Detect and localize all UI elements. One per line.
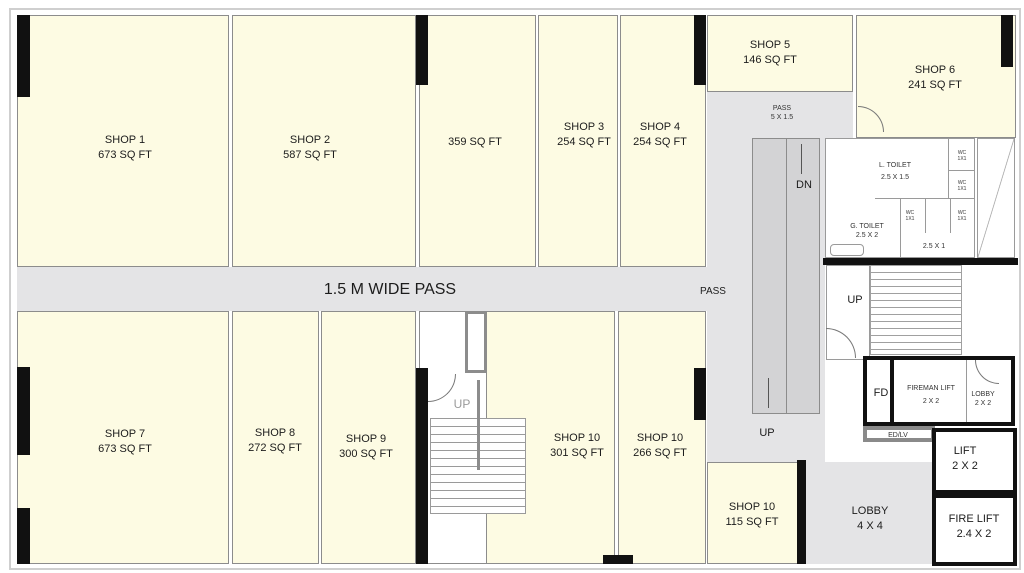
shop-2	[232, 15, 416, 267]
fd-shaft	[867, 360, 894, 422]
corridor	[17, 267, 707, 311]
wash-basin-row	[830, 244, 864, 256]
escalator-divider	[786, 138, 787, 414]
outer-wall	[9, 8, 1021, 570]
toilet-partition-3	[948, 138, 949, 198]
wc-size-label: 2.5 X 1	[922, 243, 946, 250]
wall-stub	[17, 367, 30, 455]
shop-1	[17, 15, 229, 267]
wall-stub	[1001, 15, 1013, 67]
stair-left-shaft	[465, 311, 487, 373]
corridor-label: 1.5 M WIDE PASS	[323, 281, 457, 298]
escalator-up-label: UP	[759, 427, 775, 439]
escalator-dn-label: DN	[796, 179, 812, 191]
wall-stub	[603, 555, 633, 564]
escalator-dn-arrow	[801, 144, 802, 174]
wall-stub	[416, 15, 428, 85]
toilet-partition-5	[925, 198, 926, 233]
pass-label: PASS	[700, 286, 726, 297]
fireman-lift-divider	[966, 360, 967, 422]
wall-stub	[694, 15, 706, 85]
shop-3	[538, 15, 618, 267]
shop-8	[232, 311, 319, 564]
wall-stub	[17, 15, 30, 97]
lift-shaft	[932, 428, 1017, 494]
toilet-partition-4	[948, 170, 975, 171]
shop-4	[620, 15, 706, 267]
duct-shaft	[977, 138, 1015, 258]
wall-stub	[797, 460, 806, 564]
shop-unnamed	[419, 15, 536, 267]
shop-5	[707, 15, 853, 92]
stair-up-label: UP	[847, 294, 863, 306]
fire-lift-shaft	[932, 494, 1017, 566]
shop-6	[856, 15, 1016, 138]
ed-lv-label: ED/LV	[888, 432, 908, 439]
shop-9	[321, 311, 416, 564]
wall-stub	[694, 368, 706, 420]
stair-right-wall-top	[823, 258, 1018, 265]
toilet-partition-6	[950, 198, 951, 233]
toilet-partition-1	[900, 198, 901, 258]
fd-label: FD	[873, 387, 889, 399]
stair-right-flight	[870, 265, 962, 355]
wall-stub	[17, 508, 30, 564]
wall-stub	[416, 368, 428, 564]
pass-top	[707, 92, 853, 138]
shop-unnamed-label: 359 SQ FT	[448, 136, 502, 148]
shop-10b	[618, 311, 706, 564]
stair-left-up-label: UP	[453, 397, 471, 411]
lobby	[806, 462, 934, 564]
stair-left-divider	[477, 380, 480, 470]
escalator-up-arrow	[768, 378, 769, 408]
